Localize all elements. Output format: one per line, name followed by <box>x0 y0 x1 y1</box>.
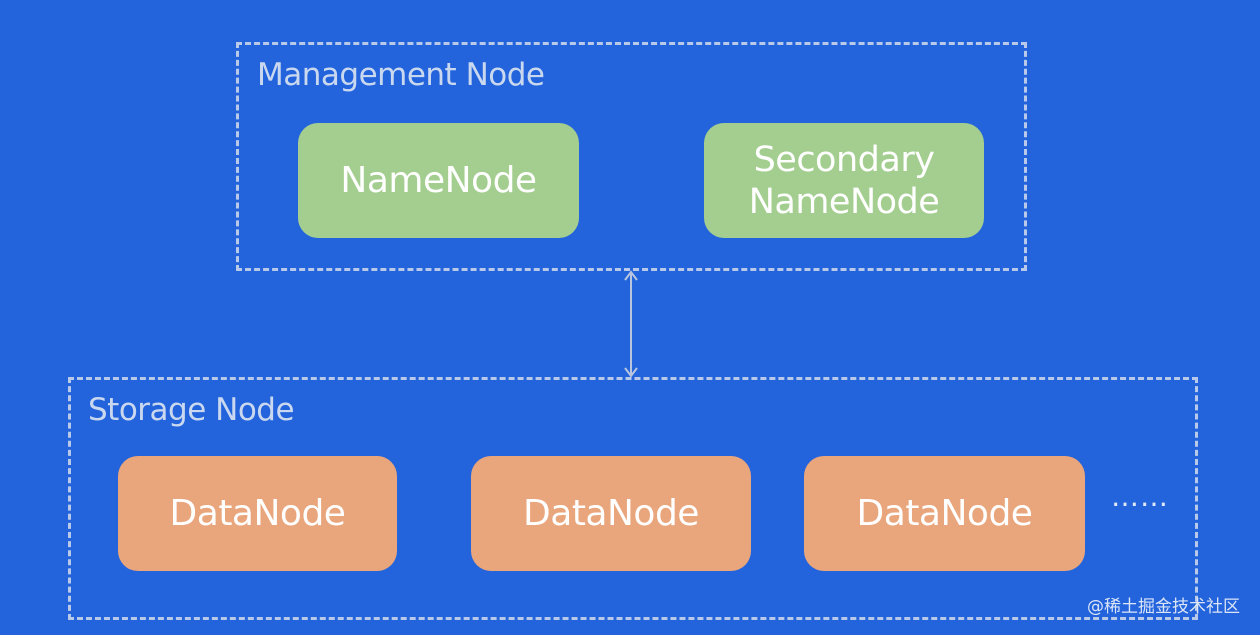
datanode-box: DataNode <box>118 456 397 571</box>
namenode-box: NameNode <box>298 123 579 238</box>
more-datanodes-ellipsis: …… <box>1111 480 1169 513</box>
storage-node-group: Storage Node DataNode DataNode DataNode … <box>68 377 1198 620</box>
watermark-text: @稀土掘金技术社区 <box>1087 597 1240 617</box>
management-node-label: Management Node <box>257 57 545 93</box>
storage-node-label: Storage Node <box>88 392 295 428</box>
bidirectional-arrow <box>624 270 638 378</box>
secondary-namenode-box: Secondary NameNode <box>704 123 984 238</box>
datanode-box: DataNode <box>471 456 751 571</box>
management-node-group: Management Node NameNode Secondary NameN… <box>236 42 1027 271</box>
datanode-box: DataNode <box>804 456 1085 571</box>
